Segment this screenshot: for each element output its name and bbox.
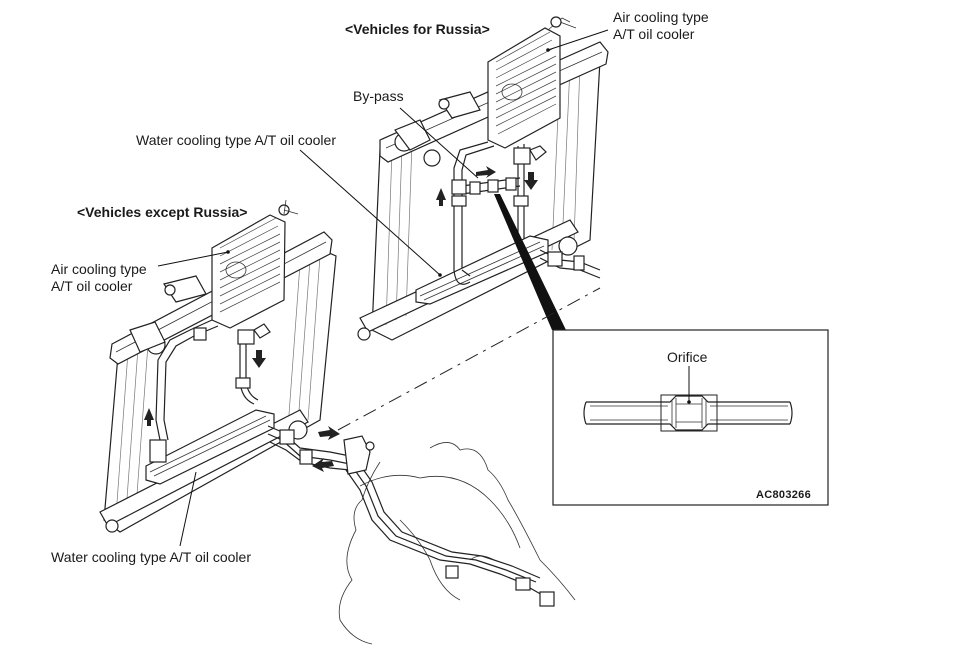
russia-section-header: <Vehicles for Russia>	[345, 21, 490, 37]
leader-russia-water-cooler	[299, 149, 441, 276]
except-russia-section-header: <Vehicles except Russia>	[77, 204, 248, 220]
leader-except-water-cooler	[179, 471, 197, 547]
detail-callout-wedge	[494, 194, 566, 330]
except-russia-air-cooler-label-line1: Air cooling type	[51, 261, 147, 277]
flow-arrow-right-icon	[318, 426, 340, 440]
leader-russia-air-cooler	[547, 29, 609, 51]
assembly-connection-line	[337, 287, 601, 431]
flow-arrow-down-icon	[524, 172, 538, 190]
russia-water-cooler-label: Water cooling type A/T oil cooler	[136, 132, 336, 148]
leader-except-air-cooler	[157, 251, 229, 267]
russia-air-cooler-label: Air cooling type A/T oil cooler	[613, 9, 709, 43]
orifice-detail-inset	[552, 329, 829, 506]
flow-arrow-down-icon	[252, 350, 266, 368]
leader-lines	[157, 29, 609, 547]
bypass-label: By-pass	[353, 88, 404, 104]
flow-arrow-up-icon	[144, 408, 154, 426]
except-russia-air-cooler-label: Air cooling type A/T oil cooler	[51, 261, 147, 295]
leader-bypass	[399, 107, 479, 179]
except-russia-air-cooler-label-line2: A/T oil cooler	[51, 278, 133, 294]
except-russia-water-cooler-label: Water cooling type A/T oil cooler	[51, 549, 251, 565]
russia-air-cooler	[438, 16, 577, 149]
russia-hoses	[415, 141, 601, 305]
except-russia-flow-arrows	[144, 350, 340, 472]
transmission-outline	[338, 442, 576, 645]
russia-air-cooler-label-line1: Air cooling type	[613, 9, 709, 25]
russia-air-cooler-label-line2: A/T oil cooler	[613, 26, 695, 42]
flow-arrow-right-icon	[476, 166, 496, 178]
flow-arrow-left-icon	[312, 458, 334, 472]
transmission-oil-lines	[343, 435, 555, 607]
figure-code: AC803266	[756, 489, 811, 501]
russia-flow-arrows	[436, 166, 538, 206]
flow-arrow-up-icon	[436, 188, 446, 206]
orifice-label: Orifice	[667, 349, 708, 365]
except-russia-hoses	[145, 319, 351, 485]
